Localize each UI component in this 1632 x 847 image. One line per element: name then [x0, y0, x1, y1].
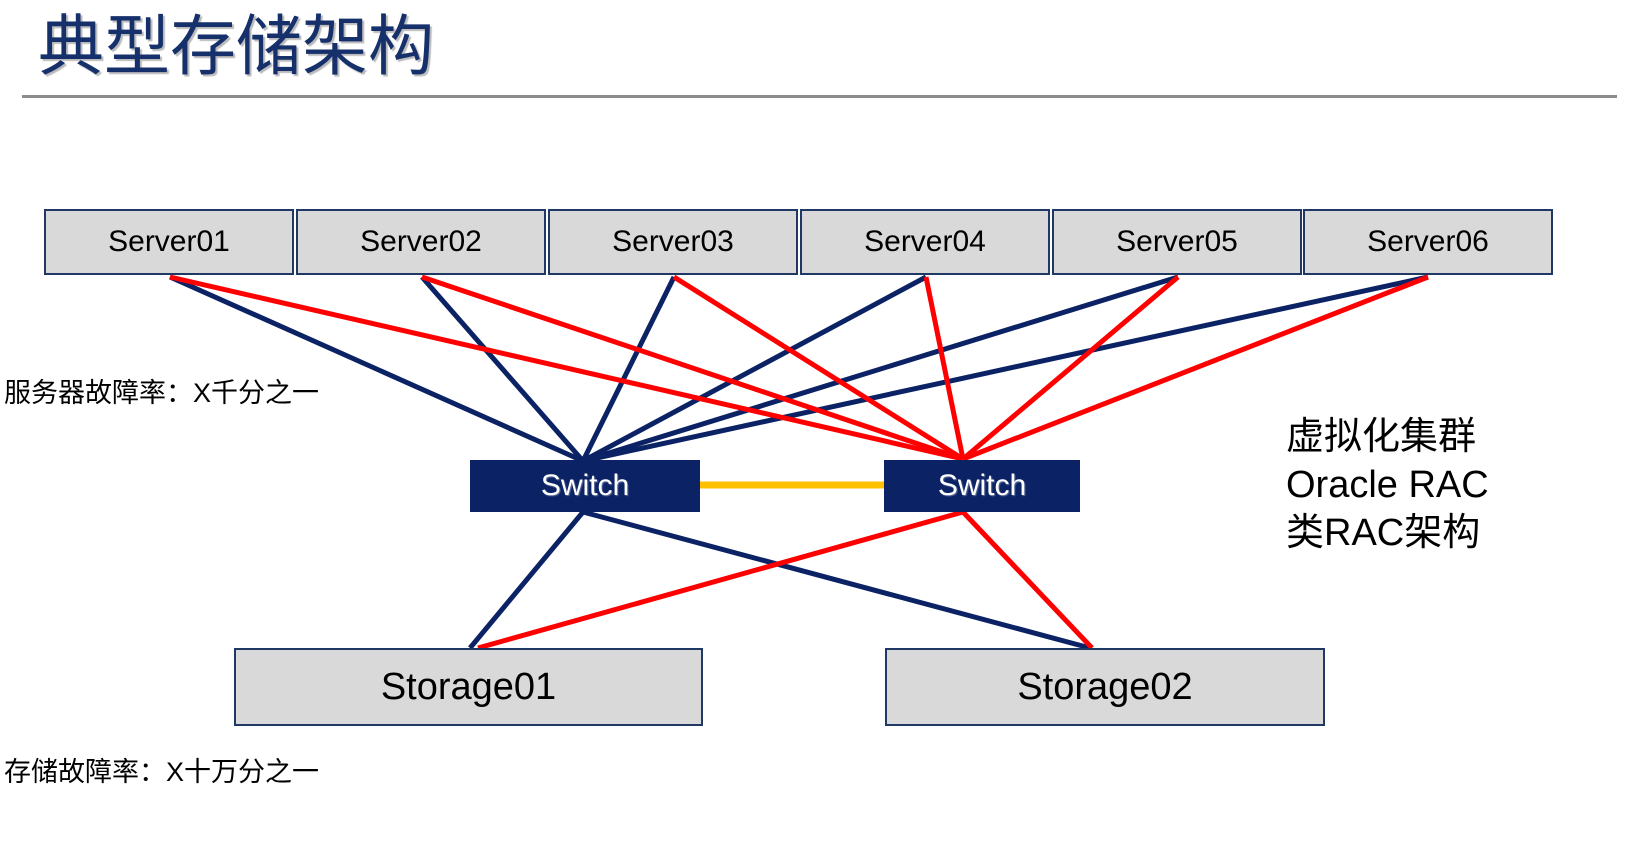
node-server05[interactable]: Server05 — [1052, 209, 1302, 275]
title-divider — [22, 95, 1617, 98]
node-label: Switch — [937, 469, 1027, 502]
cluster-line-2: Oracle RAC — [1286, 464, 1489, 506]
page-title: 典型存储架构 — [38, 9, 434, 83]
node-label: Server05 — [1116, 225, 1238, 258]
node-server02[interactable]: Server02 — [296, 209, 546, 275]
link-server01-switch-a — [168, 274, 585, 464]
node-label: Server04 — [864, 225, 986, 258]
link-server05-switch-b — [961, 275, 1180, 461]
node-label: Server06 — [1367, 225, 1489, 258]
node-server03[interactable]: Server03 — [548, 209, 798, 275]
links-servers-to-switch-b — [169, 274, 1429, 462]
link-switch-a-storage01 — [468, 510, 585, 650]
annotation-cluster-types: 虚拟化集群 Oracle RAC 类RAC架构 — [1286, 413, 1489, 557]
node-label: Server01 — [108, 225, 230, 258]
link-server05-switch-a — [582, 274, 1179, 464]
link-switch-a-storage02 — [582, 509, 1091, 651]
node-switch-a[interactable]: Switch — [470, 460, 700, 512]
links-switch-a-to-storages — [468, 509, 1091, 651]
cluster-line-3: 类RAC架构 — [1286, 512, 1481, 554]
link-switch-b-storage01 — [477, 509, 964, 651]
link-server01-switch-b — [169, 274, 964, 462]
node-server04[interactable]: Server04 — [800, 209, 1050, 275]
link-switch-b-storage02 — [961, 510, 1094, 650]
node-server01[interactable]: Server01 — [44, 209, 294, 275]
link-server04-switch-a — [581, 274, 928, 464]
node-storage01[interactable]: Storage01 — [234, 648, 703, 726]
node-label: Switch — [540, 469, 630, 502]
links-servers-to-switch-a — [168, 274, 1429, 464]
node-label: Server03 — [612, 225, 734, 258]
link-server03-switch-b — [672, 274, 965, 462]
link-server03-switch-a — [580, 275, 677, 463]
annotation-server-failure-rate: 服务器故障率：X千分之一 — [4, 378, 320, 408]
node-label: Storage01 — [380, 665, 557, 708]
node-storage02[interactable]: Storage02 — [885, 648, 1325, 726]
annotation-storage-failure-rate: 存储故障率：X十万分之一 — [4, 757, 320, 787]
links-switch-b-to-storages — [477, 509, 1094, 651]
link-server02-switch-b — [421, 274, 964, 462]
cluster-line-1: 虚拟化集群 — [1286, 416, 1477, 458]
node-label: Server02 — [360, 225, 482, 258]
node-label: Storage02 — [1017, 665, 1193, 708]
node-server06[interactable]: Server06 — [1303, 209, 1553, 275]
node-switch-b[interactable]: Switch — [884, 460, 1080, 512]
link-server04-switch-b — [923, 276, 966, 460]
link-server02-switch-a — [420, 275, 585, 463]
